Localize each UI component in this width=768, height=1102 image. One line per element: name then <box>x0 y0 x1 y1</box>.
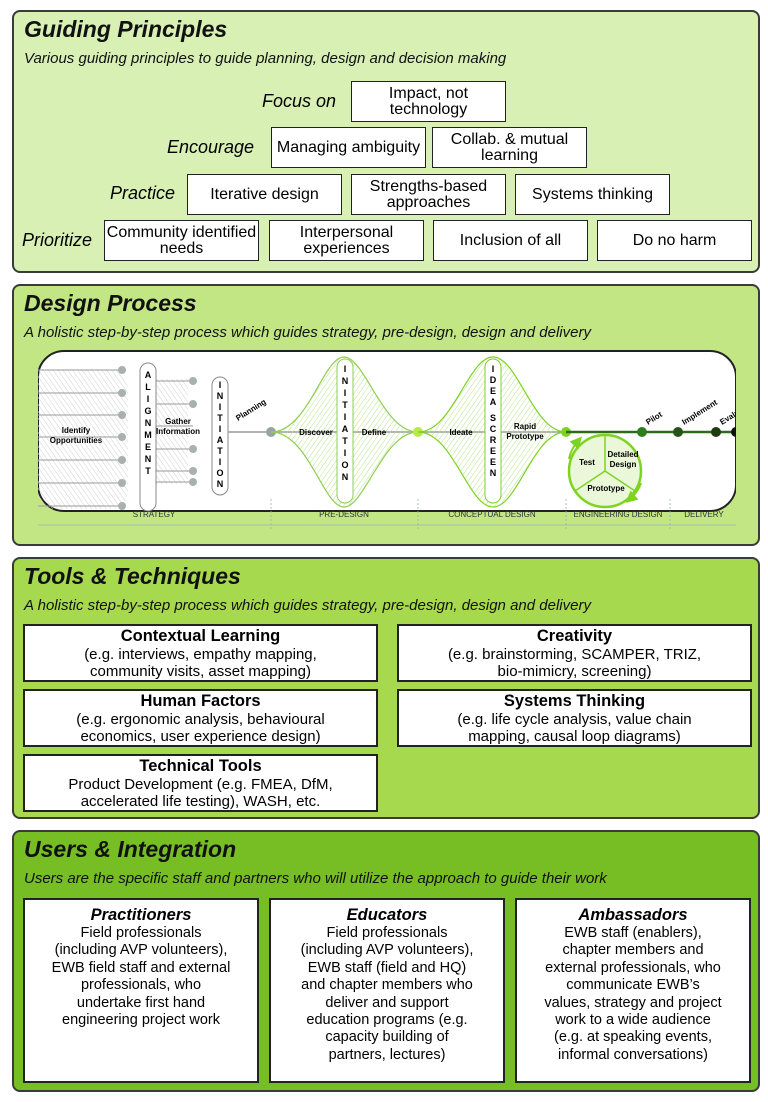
tool-desc-line: economics, user experience design) <box>80 728 321 745</box>
user-desc-line: education programs (e.g. <box>306 1012 468 1029</box>
tool-desc-line: bio-mimicry, screening) <box>497 663 652 680</box>
user-desc-line: external professionals, who <box>545 959 721 976</box>
user-practitioners: Practitioners Field professionals (inclu… <box>23 898 259 1083</box>
guiding-principles-subtitle: Various guiding principles to guide plan… <box>24 50 507 67</box>
tool-human-factors: Human Factors (e.g. ergonomic analysis, … <box>23 689 378 747</box>
user-desc-line: (including AVP volunteers), <box>300 942 474 959</box>
row-label-practice: Practice <box>110 183 176 203</box>
user-title: Educators <box>346 906 428 924</box>
user-desc-line: EWB staff (enablers), <box>564 925 702 941</box>
tool-desc-line: (e.g. life cycle analysis, value chain <box>457 711 692 728</box>
principle-systems-thinking: Systems thinking <box>515 174 670 215</box>
design-process-panel: Design Process A holistic step-by-step p… <box>12 284 760 546</box>
tool-title: Contextual Learning <box>120 627 281 645</box>
user-ambassadors: Ambassadors EWB staff (enablers), chapte… <box>515 898 751 1083</box>
tool-desc-line: (e.g. interviews, empathy mapping, <box>84 646 317 663</box>
users-title: Users & Integration <box>24 836 237 862</box>
user-desc-line: communicate EWB’s <box>566 977 700 994</box>
tool-title: Human Factors <box>140 692 261 710</box>
user-desc-line: work to a wide audience <box>555 1012 711 1029</box>
tool-title: Technical Tools <box>139 757 262 775</box>
tool-technical-tools: Technical Tools Product Development (e.g… <box>23 754 378 812</box>
principle-collab: Collab. & mutual learning <box>432 127 587 168</box>
define-label: Define <box>362 428 387 437</box>
tool-title: Systems Thinking <box>503 692 646 710</box>
user-desc-line: Field professionals <box>80 925 202 941</box>
guiding-principles-panel: Guiding Principles Various guiding princ… <box>12 10 760 273</box>
principle-iterative-design: Iterative design <box>187 174 342 215</box>
tool-title: Creativity <box>536 627 613 645</box>
user-desc-line: capacity building of <box>325 1029 449 1046</box>
user-desc-line: undertake first hand <box>76 994 206 1011</box>
tool-desc-line: (e.g. brainstorming, SCAMPER, TRIZ, <box>447 646 702 663</box>
user-desc-line: (including AVP volunteers), <box>54 942 228 959</box>
user-desc-line: (e.g. at speaking events, <box>554 1029 712 1046</box>
guiding-principles-title: Guiding Principles <box>24 16 228 42</box>
user-desc-line: values, strategy and project <box>544 994 722 1011</box>
user-desc-line: chapter members and <box>562 942 704 959</box>
row-label-encourage: Encourage <box>167 137 255 157</box>
tool-desc-line: accelerated life testing), WASH, etc. <box>80 793 321 810</box>
phase-conceptual-design: CONCEPTUAL DESIGN <box>448 510 535 519</box>
user-desc-line: informal conversations) <box>558 1046 708 1063</box>
tool-systems-thinking: Systems Thinking (e.g. life cycle analys… <box>397 689 752 747</box>
design-process-subtitle: A holistic step-by-step process which gu… <box>24 324 591 341</box>
user-educators: Educators Field professionals (including… <box>269 898 505 1083</box>
design-process-title: Design Process <box>24 290 197 316</box>
user-desc-line: partners, lectures) <box>328 1046 446 1063</box>
discover-label: Discover <box>299 428 333 437</box>
principle-inclusion: Inclusion of all <box>433 220 588 261</box>
ideate-label: Ideate <box>449 428 473 437</box>
principle-managing-ambiguity: Managing ambiguity <box>271 127 426 168</box>
user-title: Practitioners <box>90 906 192 924</box>
user-desc-line: professionals, who <box>80 977 202 994</box>
user-desc-line: deliver and support <box>325 994 449 1011</box>
tool-creativity: Creativity (e.g. brainstorming, SCAMPER,… <box>397 624 752 682</box>
phase-pre-design: PRE-DESIGN <box>319 510 369 519</box>
principle-impact: Impact, not technology <box>351 81 506 122</box>
tool-desc-line: community visits, asset mapping) <box>90 663 311 680</box>
principle-do-no-harm: Do no harm <box>597 220 752 261</box>
users-integration-panel: Users & Integration Users are the specif… <box>12 830 760 1092</box>
tool-desc-line: Product Development (e.g. FMEA, DfM, <box>68 776 333 793</box>
tool-desc-line: (e.g. ergonomic analysis, behavioural <box>76 711 325 728</box>
principle-community-needs: Community identified needs <box>104 220 259 261</box>
tool-contextual-learning: Contextual Learning (e.g. interviews, em… <box>23 624 378 682</box>
tools-subtitle: A holistic step-by-step process which gu… <box>24 597 591 614</box>
user-desc-line: EWB field staff and external <box>51 959 231 976</box>
pilot-node <box>637 427 647 437</box>
evaluate-node <box>711 427 721 437</box>
implement-node <box>673 427 683 437</box>
user-desc-line: engineering project work <box>62 1012 220 1029</box>
user-desc-line: and chapter members who <box>301 977 473 994</box>
principle-strengths-based: Strengths-based approaches <box>351 174 506 215</box>
phase-engineering-design: ENGINEERING DESIGN <box>574 510 663 519</box>
tools-title: Tools & Techniques <box>24 563 241 589</box>
phase-delivery: DELIVERY <box>684 510 724 519</box>
row-label-focus: Focus on <box>262 91 337 111</box>
phase-strategy: STRATEGY <box>133 510 176 519</box>
user-desc-line: Field professionals <box>326 925 448 941</box>
principle-interpersonal: Interpersonal experiences <box>269 220 424 261</box>
tools-techniques-panel: Tools & Techniques A holistic step-by-st… <box>12 557 760 819</box>
tool-desc-line: mapping, causal loop diagrams) <box>468 728 681 745</box>
user-desc-line: EWB staff (field and HQ) <box>307 959 467 976</box>
test-label: Test <box>579 458 595 467</box>
prototype-label: Prototype <box>587 484 625 493</box>
row-label-prioritize: Prioritize <box>22 230 93 250</box>
user-title: Ambassadors <box>578 906 688 924</box>
users-subtitle: Users are the specific staff and partner… <box>24 870 607 887</box>
